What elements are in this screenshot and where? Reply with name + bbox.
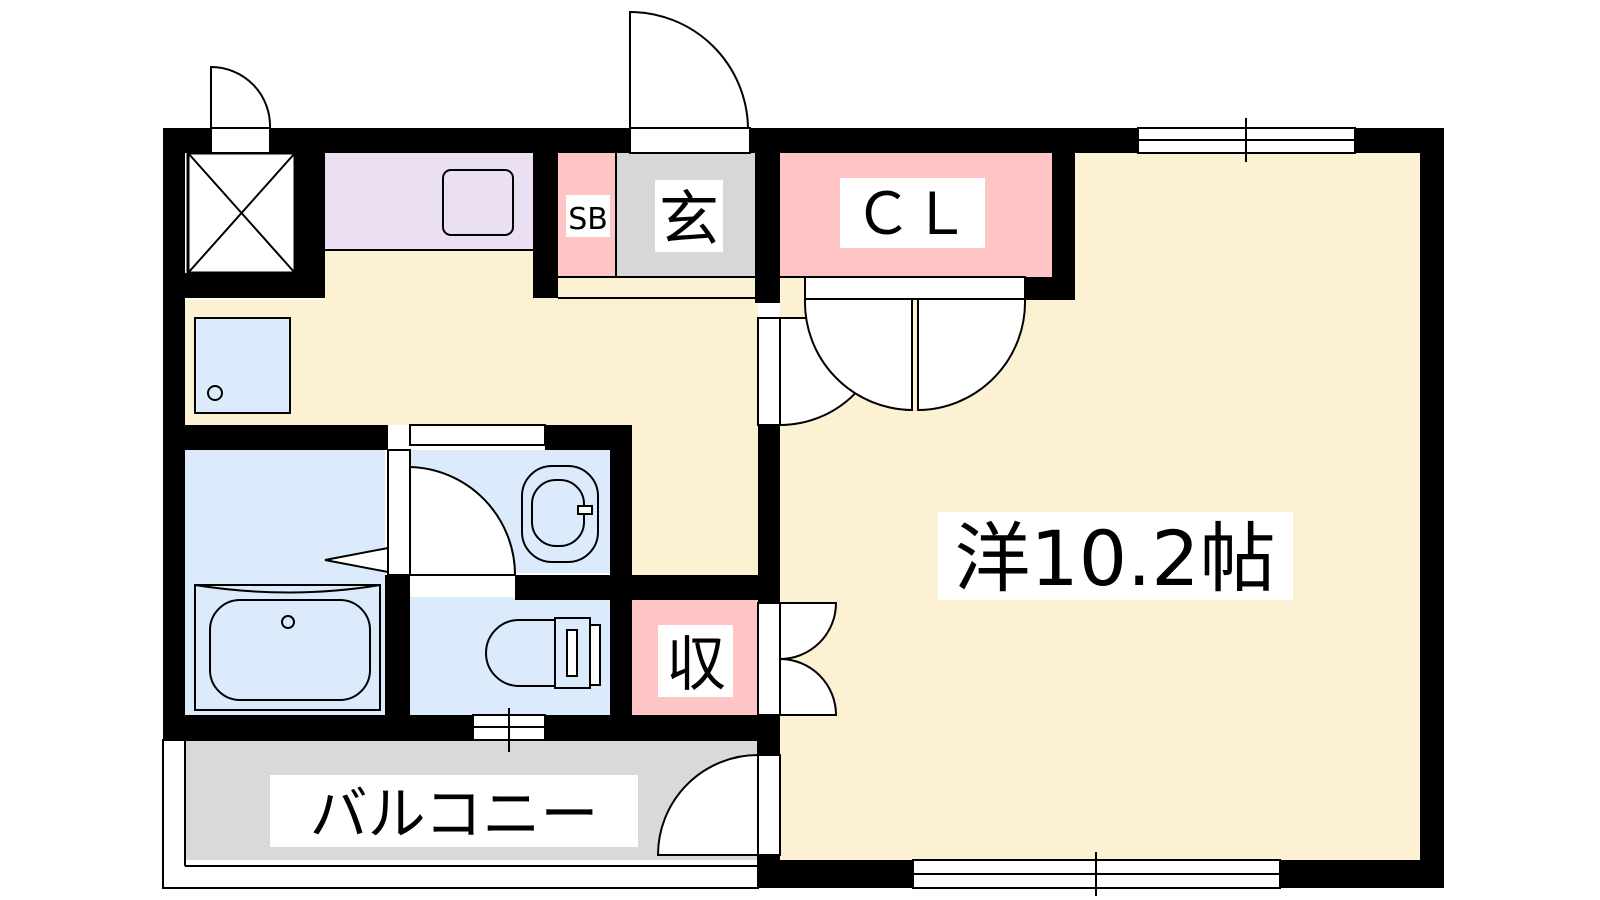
wall-bottom-right: [1280, 860, 1444, 888]
wall-right: [1420, 128, 1444, 888]
wall-closet-bottom-right: [1025, 277, 1075, 300]
wall-partition-c: [758, 855, 780, 888]
wall-hall-right: [758, 575, 780, 605]
washer-pan: [194, 317, 291, 414]
wall-top-mid: [270, 128, 630, 153]
label-storage: 収: [658, 625, 733, 700]
entrance-label: 玄: [659, 185, 719, 255]
label-main-room: 洋10.2帖: [938, 512, 1293, 603]
pipe-door: [210, 65, 272, 154]
main-room-floor-upper: [1075, 150, 1425, 300]
wall-bath-divider: [385, 575, 410, 715]
wall-wash-bottom: [515, 575, 780, 600]
label-balcony: バルコニー: [270, 775, 638, 848]
doors: [210, 10, 1027, 856]
front-door: [629, 10, 751, 154]
wall-kitchen-right: [533, 153, 558, 298]
washroom-door: [387, 449, 517, 576]
wall-wash-right: [610, 425, 632, 575]
storage-label: 収: [666, 630, 726, 700]
main-room-label: 洋10.2帖: [954, 514, 1275, 603]
wall-closet-right: [1052, 153, 1075, 300]
window-toilet: [472, 708, 546, 752]
wash-basin-icon: [521, 465, 599, 563]
wall-bottom-left: [758, 860, 913, 888]
hallway-floor: [632, 420, 758, 575]
balcony-label: バルコニー: [310, 780, 599, 848]
wall-pipe-bottom: [185, 273, 325, 298]
labels: 洋10.2帖 ＣＬ 玄 SB 収 バルコニー: [270, 178, 1293, 848]
balcony-door: [656, 753, 781, 856]
closet-doors: [803, 276, 1027, 412]
wall-lower-b: [545, 715, 780, 740]
windows: [409, 118, 1356, 896]
window-top: [1137, 118, 1356, 162]
wall-top-right: [750, 128, 1138, 153]
fixtures: [186, 151, 601, 711]
washing-machine-pan-icon: [207, 385, 223, 401]
bathtub-icon: [194, 584, 381, 711]
bathroom-floor: [185, 450, 385, 715]
wall-lower-a: [163, 715, 473, 740]
window-bottom: [912, 852, 1281, 896]
wall-bath-top: [163, 425, 388, 450]
walls: [163, 128, 1444, 888]
wall-partition-a: [758, 425, 780, 603]
closet-label: ＣＬ: [854, 180, 970, 248]
toilet-icon: [485, 617, 601, 689]
pipe-space-x-icon: [186, 151, 297, 275]
kitchen-sink-icon: [442, 169, 514, 236]
label-closet: ＣＬ: [840, 178, 985, 248]
window-wash-top: [409, 424, 546, 446]
floor-fills: [185, 150, 1425, 860]
storage-doors: [757, 602, 838, 716]
wall-toilet-right: [610, 575, 632, 717]
label-entrance: 玄: [655, 180, 723, 255]
wall-entrance-right: [755, 153, 780, 303]
wall-top-far: [1355, 128, 1425, 153]
shoe-box-label: SB: [568, 202, 608, 237]
label-shoe-box: SB: [566, 195, 610, 237]
